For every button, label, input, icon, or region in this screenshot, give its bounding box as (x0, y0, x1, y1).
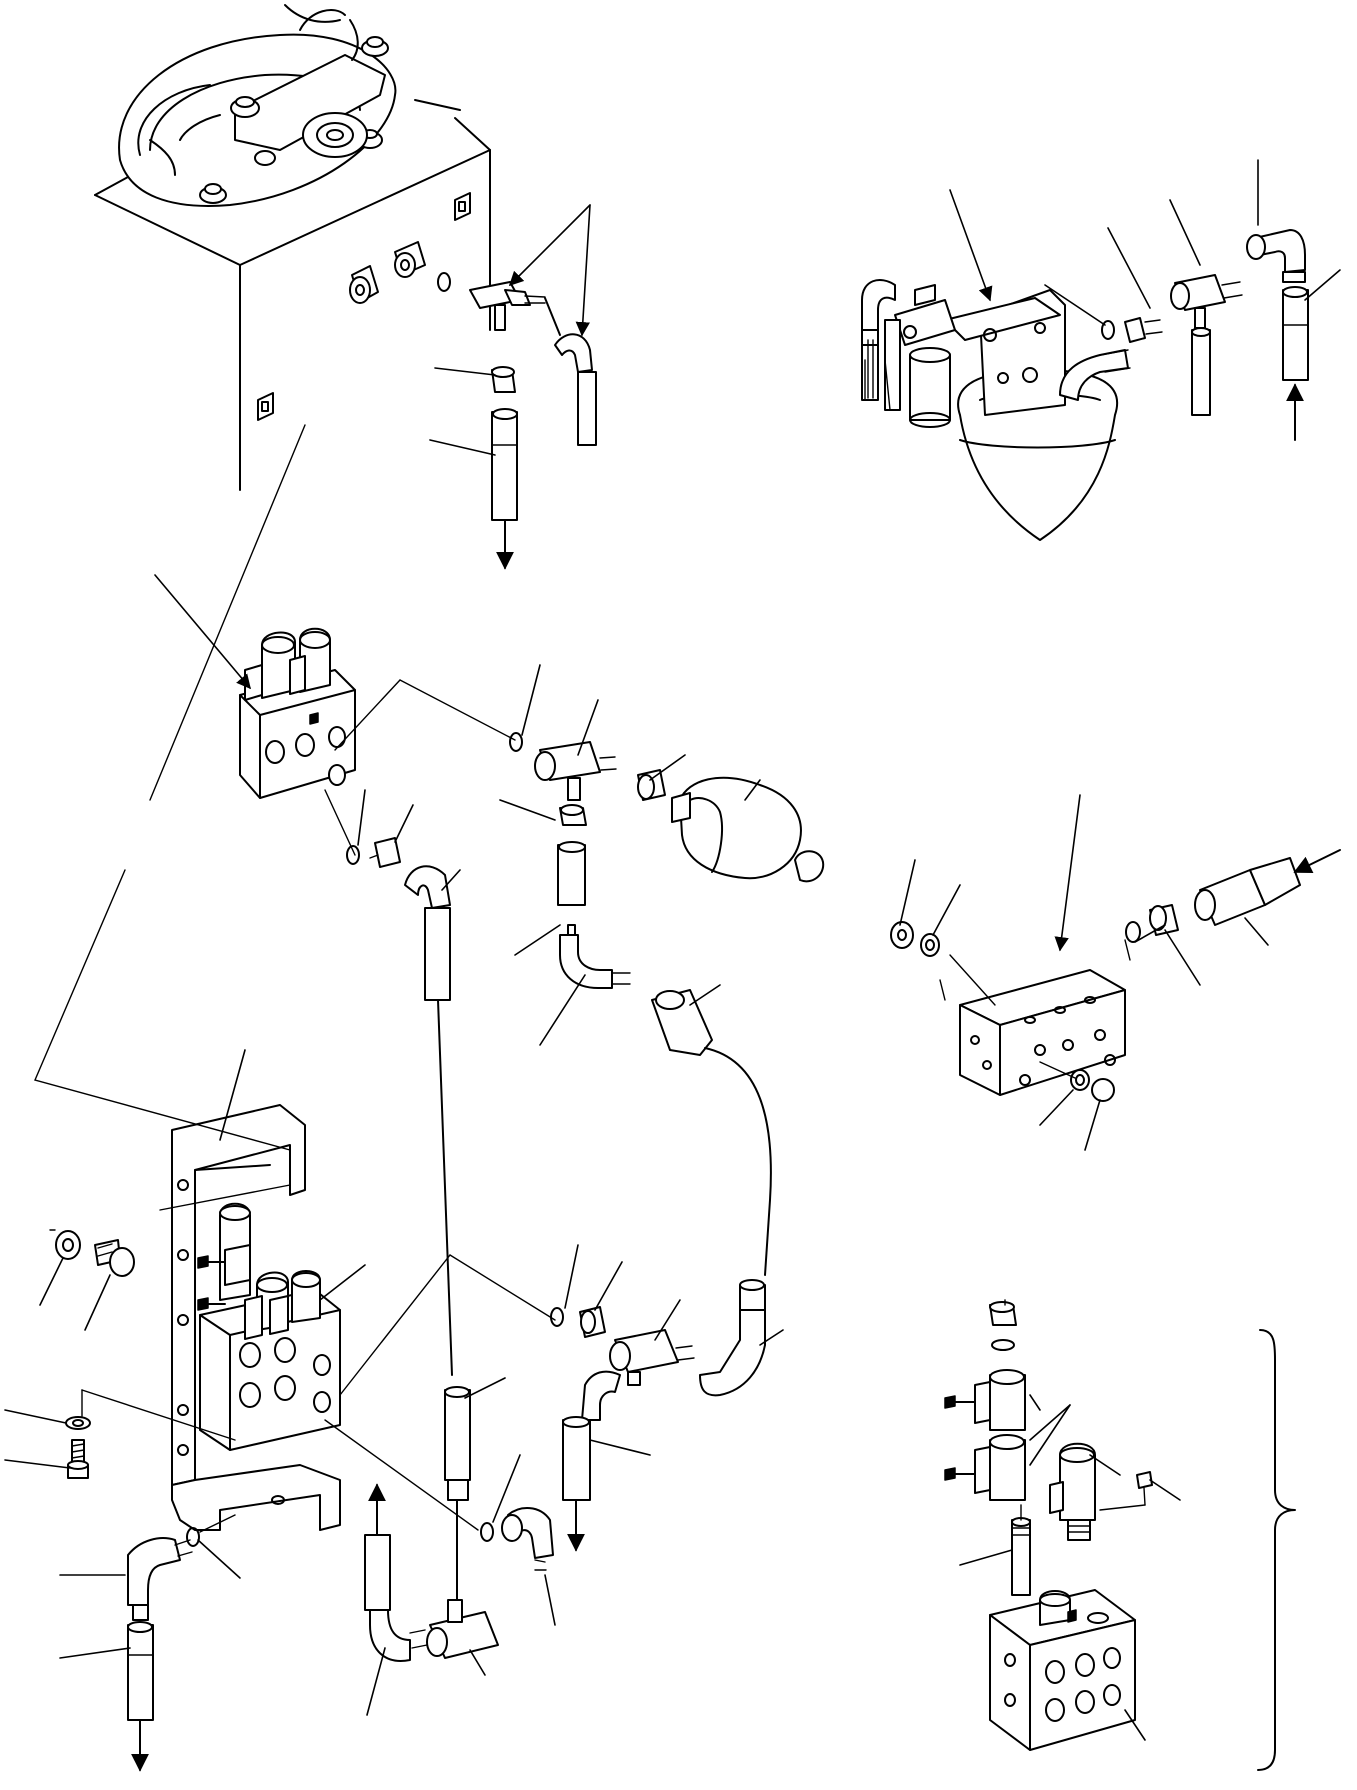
hose-top-right-right (1282, 286, 1309, 441)
cartridge-stem (1011, 1517, 1031, 1596)
washer-manifold-upper (920, 933, 940, 957)
filter-canister (894, 284, 956, 428)
bolt-bracket-lower (67, 1439, 89, 1479)
callout-leaders (4, 159, 1341, 1741)
hose-end-mid (651, 989, 772, 1276)
valve-body-subassembly (989, 1589, 1136, 1751)
washer-bracket-upper (55, 1230, 81, 1260)
o-ring-bracket (186, 1527, 200, 1547)
hydraulic-tank (94, 99, 491, 491)
tee-top-right (1170, 274, 1243, 329)
bracket (171, 1104, 341, 1531)
nipple-manifold (1149, 904, 1179, 936)
adapter-mid (557, 841, 586, 906)
solenoid-valve-mid (239, 627, 356, 799)
elbow-mid-down (559, 924, 631, 989)
hoses-left-top-right (861, 279, 901, 411)
elbow-hose-top-right-right (1059, 349, 1131, 401)
connector-lines (34, 359, 1146, 1533)
o-ring-center-lower (480, 1522, 494, 1542)
tank-nut-right (454, 192, 471, 221)
elbow-hose-center-right (699, 1279, 766, 1397)
o-ring-center-upper (550, 1307, 564, 1327)
plug-spacer (349, 265, 379, 304)
tee-fitting-tank (469, 281, 546, 331)
nut-subassembly (989, 1301, 1017, 1326)
plug-manifold-upper (890, 921, 914, 949)
nipple-top-right (1124, 317, 1163, 343)
o-ring-mid-lower (346, 845, 360, 865)
o-ring-subassembly (991, 1339, 1015, 1351)
tee-center-upper (609, 1329, 695, 1386)
elbow-top-right (1246, 229, 1306, 283)
nut-tank (491, 366, 516, 393)
hose-center-vertical (444, 1386, 471, 1621)
tank-nut-left (257, 392, 274, 421)
elbow-center-lower (501, 1507, 554, 1571)
elbow-bracket (126, 1537, 193, 1621)
elbow-hose-center-down (562, 1370, 621, 1552)
solenoid-valve-lower (197, 1202, 341, 1451)
solenoid-coil-lower (944, 1434, 1026, 1501)
o-ring-mid-upper (509, 732, 523, 752)
curly-brace (1257, 1329, 1296, 1771)
hose-top-right-mid (1191, 327, 1211, 416)
o-ring-top-right (1101, 320, 1115, 340)
screw-subassembly (1136, 1471, 1153, 1506)
solenoid-coil-upper (944, 1369, 1026, 1431)
nut-mid (559, 804, 587, 826)
accumulator-mid (671, 776, 825, 883)
nipple-mid-lower (369, 837, 401, 868)
nipple-center-upper (579, 1306, 606, 1338)
bolt-bracket-upper (94, 1239, 135, 1277)
hose-bracket (127, 1621, 154, 1772)
washer-manifold-lower (1070, 1069, 1090, 1091)
nipple-mid (637, 769, 666, 801)
o-ring-manifold (1125, 921, 1141, 943)
tank-cover-flange (118, 4, 397, 207)
manifold-block (959, 969, 1126, 1096)
plug-manifold-lower (1091, 1078, 1115, 1102)
o-ring-tank (437, 272, 451, 292)
elbow-hose-tank (544, 297, 597, 446)
tank-return-port (302, 112, 368, 158)
hose-tank-down (491, 408, 518, 570)
tee-fitting-mid (534, 741, 617, 801)
hose-manifold (1194, 849, 1341, 926)
tee-center-lower (409, 1599, 499, 1659)
cartridge-valve (1049, 1442, 1096, 1541)
washer-bracket-lower (65, 1416, 91, 1430)
valve-block-top-right (944, 289, 1066, 416)
elbow-hose-center-left (364, 1483, 411, 1662)
plug-collar (394, 241, 426, 278)
elbow-hose-mid-lower (404, 865, 453, 1376)
